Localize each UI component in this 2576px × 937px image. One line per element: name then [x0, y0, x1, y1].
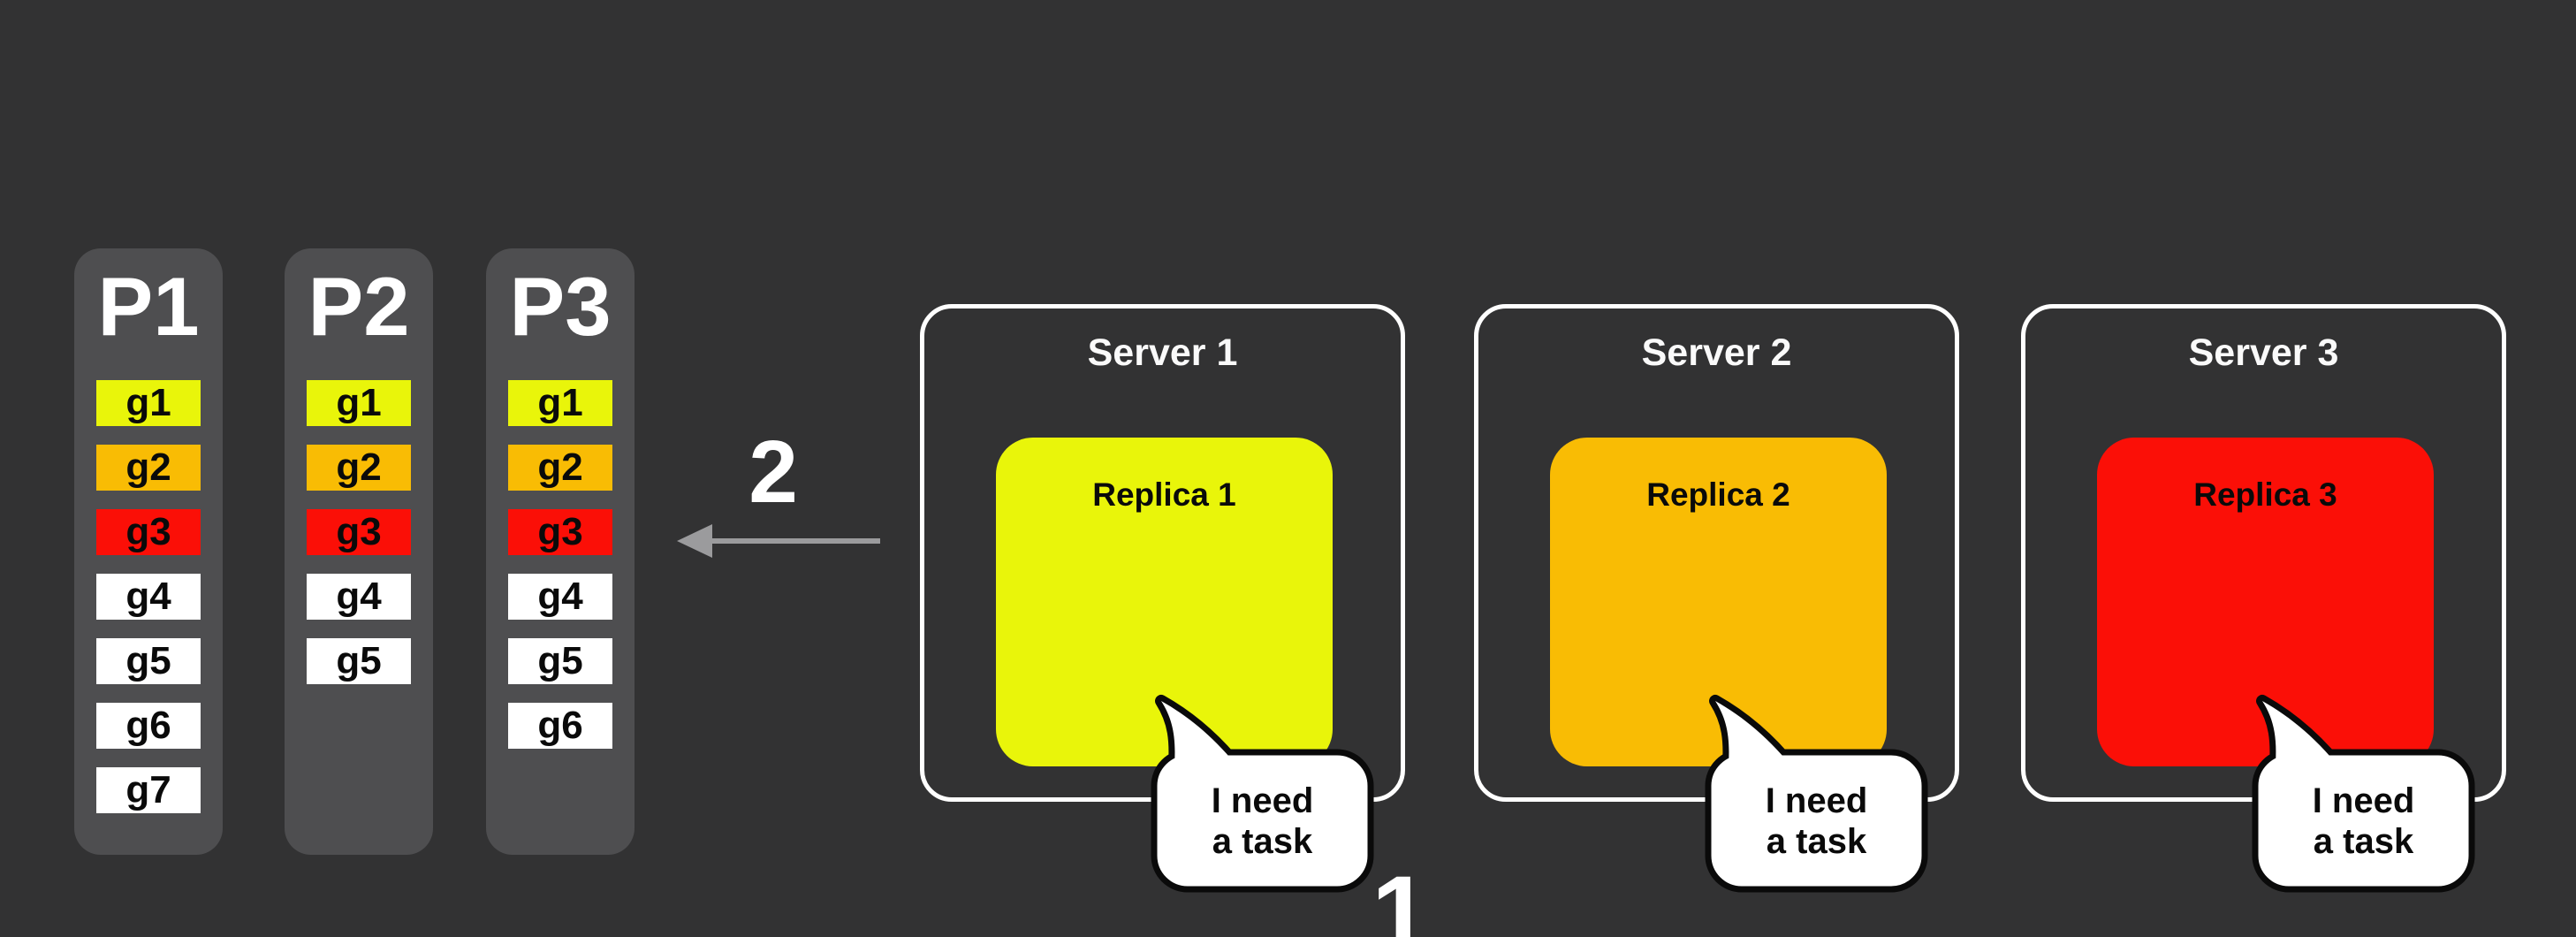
- speech-bubble-line: I need: [2312, 781, 2415, 820]
- replica-label: Replica 2: [1646, 476, 1790, 513]
- partition-title: P1: [97, 260, 200, 353]
- speech-bubble-line: a task: [1212, 821, 1313, 861]
- server-title: Server 2: [1641, 331, 1792, 374]
- task-cell-g2: g2: [508, 445, 612, 491]
- task-cell-g4: g4: [307, 574, 411, 620]
- speech-bubble-icon: [2252, 695, 2475, 893]
- speech-bubble-line: I need: [1765, 781, 1868, 820]
- speech-bubble-line: a task: [2313, 821, 2414, 861]
- replica-label: Replica 1: [1092, 476, 1236, 513]
- task-cell-g3: g3: [508, 509, 612, 555]
- task-cell-g3: g3: [307, 509, 411, 555]
- task-cell-g1: g1: [307, 380, 411, 426]
- speech-bubble-line: I need: [1211, 781, 1314, 820]
- partition-p3: P3 g1 g2 g3 g4 g5 g6: [486, 248, 635, 855]
- speech-bubble-line: a task: [1766, 821, 1867, 861]
- task-cell-g6: g6: [508, 703, 612, 749]
- partition-p1: P1 g1 g2 g3 g4 g5 g6 g7: [74, 248, 223, 855]
- task-cell-g7: g7: [96, 767, 201, 813]
- task-cell-g5: g5: [508, 638, 612, 684]
- task-cell-g4: g4: [508, 574, 612, 620]
- partition-title: P3: [509, 260, 612, 353]
- server-title: Server 1: [1087, 331, 1238, 374]
- task-cell-list: g1 g2 g3 g4 g5: [285, 380, 433, 684]
- task-cell-g1: g1: [96, 380, 201, 426]
- task-cell-g2: g2: [307, 445, 411, 491]
- step-1-label: 1: [1372, 855, 1430, 937]
- server-title: Server 3: [2188, 331, 2339, 374]
- task-cell-g6: g6: [96, 703, 201, 749]
- task-cell-list: g1 g2 g3 g4 g5 g6 g7: [74, 380, 223, 813]
- task-cell-g5: g5: [307, 638, 411, 684]
- speech-bubble-icon: [1705, 695, 1928, 893]
- task-cell-g1: g1: [508, 380, 612, 426]
- task-cell-g2: g2: [96, 445, 201, 491]
- speech-bubble-icon: [1151, 695, 1374, 893]
- task-cell-g4: g4: [96, 574, 201, 620]
- partition-title: P2: [308, 260, 410, 353]
- task-cell-g3: g3: [96, 509, 201, 555]
- step-2-label: 2: [748, 423, 798, 522]
- left-arrow-icon: [677, 524, 880, 558]
- task-cell-g5: g5: [96, 638, 201, 684]
- partition-p2: P2 g1 g2 g3 g4 g5: [285, 248, 433, 855]
- replica-label: Replica 3: [2193, 476, 2337, 513]
- task-cell-list: g1 g2 g3 g4 g5 g6: [486, 380, 635, 749]
